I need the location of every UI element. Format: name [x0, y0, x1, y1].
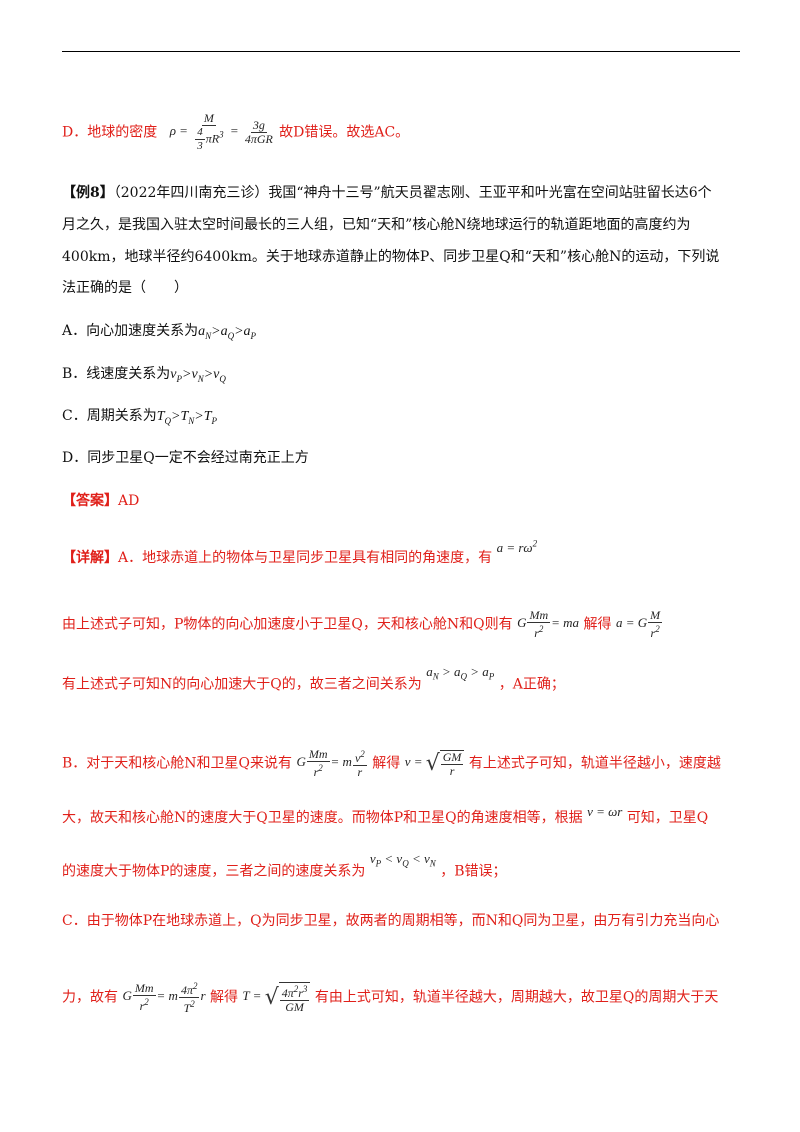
example-label: 【例8】: [62, 185, 114, 201]
analysis-label: 【详解】: [62, 550, 118, 567]
example-line-2: 月之久，是我国入驻太空时间最长的三人组，已知“天和”核心舱N绕地球运行的轨道距地…: [62, 217, 691, 233]
header-rule: [62, 51, 740, 52]
analysis-c1: C．由于物体P在地球赤道上，Q为同步卫星，故两者的周期相等，而N和Q同为卫星，由…: [62, 913, 720, 929]
formula-a-romega2: a = rω2: [496, 539, 538, 556]
option-d-suffix: 故D错误。故选AC。: [279, 124, 410, 141]
option-c-formula: TQ>TN>TP: [156, 409, 217, 426]
example-line-3: 400km，地球半径约6400km。关于地球赤道静止的物体P、同步卫星Q和“天和…: [62, 249, 720, 265]
option-d: D．同步卫星Q一定不会经过南充正上方: [62, 450, 309, 466]
formula-a-order: aN > aQ > aP: [426, 664, 495, 682]
formula-v-omega-r: v = ωr: [587, 804, 623, 819]
answer-value: AD: [118, 493, 140, 509]
formula-v-order: vP < vQ < vN: [369, 851, 436, 869]
answer-label: 【答案】: [62, 493, 118, 509]
option-a-formula: aN>aQ>aP: [198, 324, 257, 341]
answer: 【答案】AD: [62, 491, 139, 511]
option-b: B．线速度关系为vP>vN>vQ: [62, 366, 226, 384]
option-b-formula: vP>vN>vQ: [170, 367, 226, 384]
analysis-b3: 的速度大于物体P的速度，三者之间的速度关系为 vP < vQ < vN ，B错误…: [62, 851, 507, 880]
analysis-a1: 【详解】A．地球赤道上的物体与卫星同步卫星具有相同的角速度，有 a = rω2: [62, 539, 538, 567]
option-a: A．向心加速度关系为aN>aQ>aP: [62, 323, 257, 341]
option-c: C．周期关系为TQ>TN>TP: [62, 408, 217, 426]
analysis-a3: 有上述式子可知N的向心加速大于Q的，故三者之间关系为 aN > aQ > aP …: [62, 664, 565, 693]
example-line-1: 【例8】（2022年四川南充三诊）我国“神舟十三号”航天员翟志刚、王亚平和叶光富…: [62, 185, 712, 201]
example-line-4: 法正确的是（ ）: [62, 280, 188, 296]
analysis-b2: 大，故天和核心舱N的速度大于Q卫星的速度。而物体P和卫星Q的角速度相等，根据 v…: [62, 804, 709, 826]
option-d-prefix: D．地球的密度: [62, 124, 158, 141]
